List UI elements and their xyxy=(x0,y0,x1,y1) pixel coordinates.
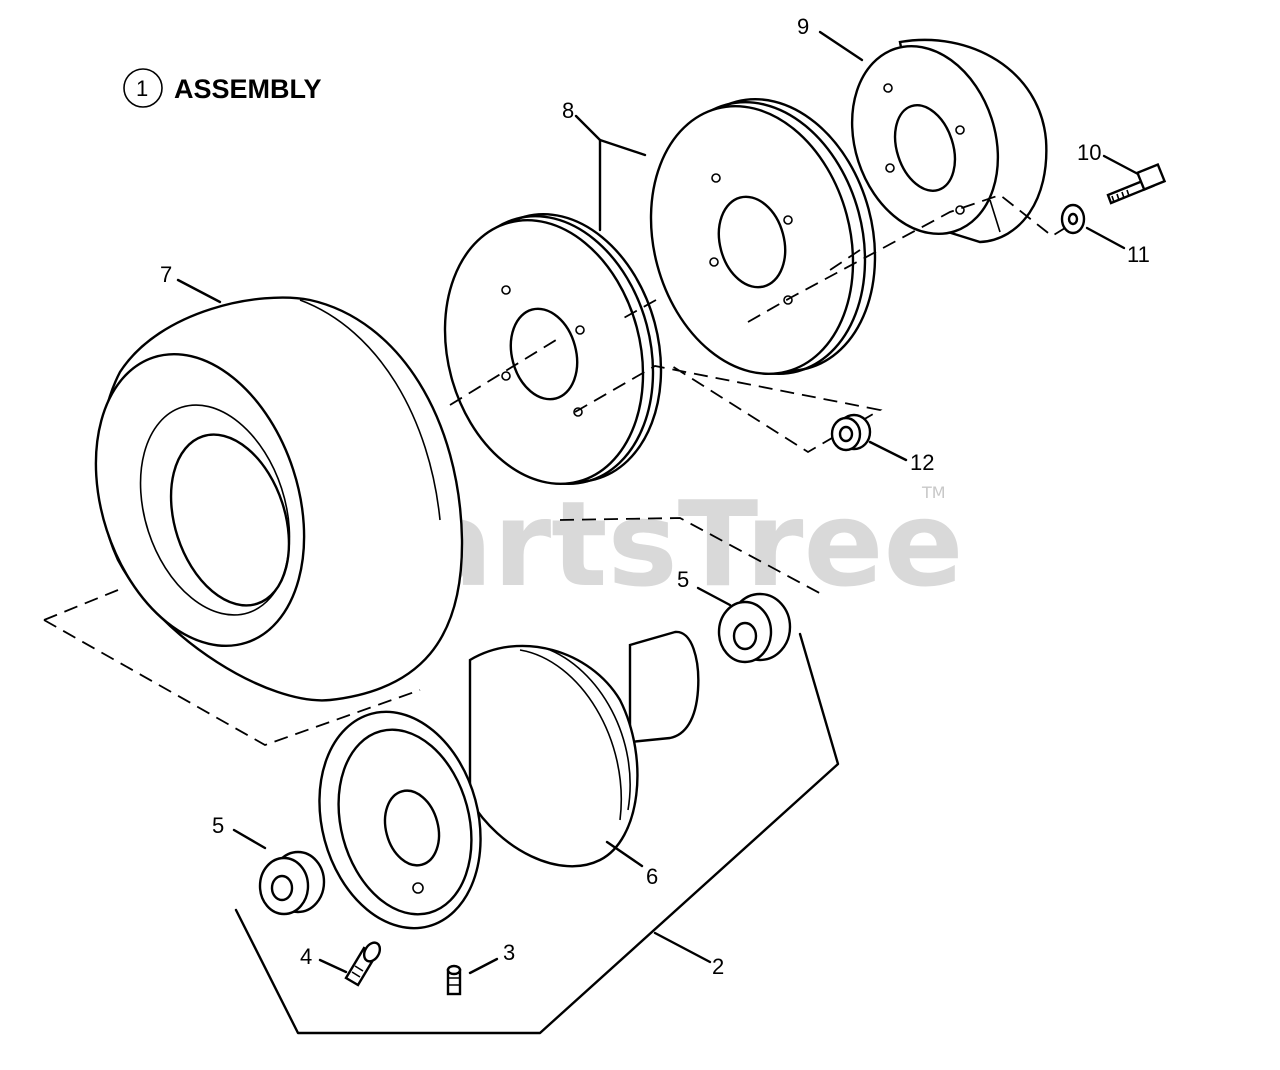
assembly-heading: 1 ASSEMBLY xyxy=(123,68,322,108)
callout-leaders xyxy=(176,30,1140,1035)
callout-7: 7 xyxy=(160,262,172,287)
part-11-washer xyxy=(1060,203,1086,235)
part-7-tire xyxy=(94,296,464,702)
callout-10: 10 xyxy=(1077,140,1101,165)
callout-5-bottom: 5 xyxy=(212,813,224,838)
heading-text: ASSEMBLY xyxy=(174,74,322,104)
callout-4: 4 xyxy=(300,944,312,969)
watermark-tm: TM xyxy=(921,483,946,502)
callout-9: 9 xyxy=(797,14,809,39)
part-8-rim-half-back xyxy=(649,98,877,375)
part-4-valve-stem xyxy=(344,941,382,987)
callout-8: 8 xyxy=(562,98,574,123)
part-12-spacer xyxy=(830,413,872,452)
callout-5-top: 5 xyxy=(677,567,689,592)
callout-2: 2 xyxy=(712,954,724,979)
heading-number-circle xyxy=(123,68,163,108)
part-5-bearing-bottom xyxy=(258,850,326,916)
heading-number: 1 xyxy=(136,76,148,101)
callout-11: 11 xyxy=(1127,242,1150,267)
part-3-grease-fitting xyxy=(446,964,462,996)
part-10-bolt xyxy=(1106,162,1167,205)
part-6-wheel-hub xyxy=(318,630,700,930)
assembly-dashed-lines xyxy=(43,193,1066,746)
callout-3: 3 xyxy=(503,940,515,965)
callout-6: 6 xyxy=(646,864,658,889)
part-9-hub-spacer xyxy=(850,38,1048,244)
part-5-bearing-top xyxy=(717,592,792,664)
callout-labels: 9 8 7 10 11 12 5 5 6 4 3 2 xyxy=(160,14,1150,979)
part-8-rim-half-front xyxy=(443,213,663,485)
callout-12: 12 xyxy=(910,450,934,475)
